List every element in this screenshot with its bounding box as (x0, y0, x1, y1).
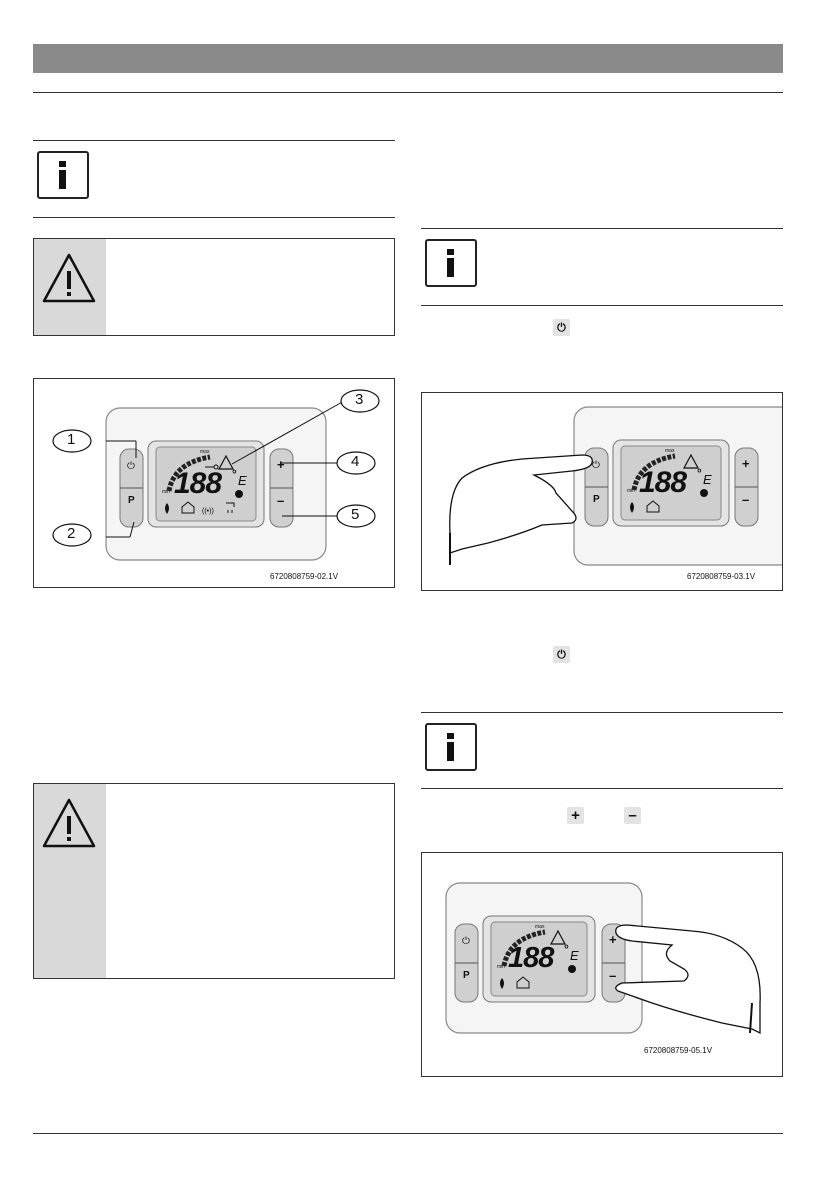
hand-icon (615, 924, 761, 1035)
inline-power-chip-2: ⏻ (553, 646, 570, 663)
footer-rule (33, 1133, 783, 1134)
info-rule-top (33, 140, 395, 141)
fig3-lcd-min: min (497, 964, 506, 970)
warning-icon (42, 798, 96, 848)
figure-caption-3: 6720808759-05.1V (644, 1046, 713, 1055)
info-rule-bottom (33, 217, 395, 218)
callout-4: 4 (351, 453, 360, 470)
figure-caption-2: 6720808759-03.1V (687, 572, 756, 581)
fig1-lcd-max: max (200, 449, 210, 455)
fig1-house-icon (181, 501, 195, 514)
fig1-lcd-digits: 188 (174, 467, 222, 500)
fig3-plus-label: + (609, 932, 617, 947)
fig1-lcd-warning-icon (217, 454, 235, 470)
fig2-plus-label: + (742, 456, 750, 471)
figure-press-plus: ⏻ P + – 188 ° E max min 6720808759-05.1V (421, 852, 783, 1077)
info-rule-bottom-3 (421, 788, 783, 789)
fig3-power-label: ⏻ (462, 936, 470, 947)
fig1-minus-label: – (277, 493, 285, 508)
fig2-program-label: P (593, 494, 600, 505)
inline-minus-chip: – (624, 807, 641, 824)
warning-box-2 (33, 783, 395, 979)
warning-box-1 (33, 238, 395, 336)
fig1-snowflake-icon (235, 490, 243, 498)
fig3-minus-label: – (609, 968, 617, 983)
fig1-signal-icon: ((•)) (202, 508, 214, 515)
callout-3: 3 (355, 391, 364, 408)
header-rule (33, 92, 783, 93)
info-rule-top-3 (421, 712, 783, 713)
callout-2: 2 (67, 525, 76, 542)
fig1-power-label: ⏻ (127, 461, 135, 472)
callout-5: 5 (351, 506, 360, 523)
fig1-tap-icon (226, 502, 235, 513)
inline-power-chip-1: ⏻ (553, 319, 570, 336)
fig1-lcd-degree: ° (232, 467, 237, 481)
fig3-program-label: P (463, 970, 470, 981)
info-icon (37, 151, 89, 199)
info-icon (425, 239, 477, 287)
info-rule-top-2 (421, 228, 783, 229)
fig1-plus-label: + (277, 457, 285, 472)
fig2-power-label: ⏻ (592, 460, 600, 471)
fig2-lcd-max: max (665, 448, 675, 454)
header-bar (33, 44, 783, 73)
callout-1: 1 (67, 431, 76, 448)
minus-icon: – (628, 807, 637, 824)
fig2-lcd-min: min (627, 488, 636, 494)
fig1-program-label: P (128, 495, 135, 506)
fig2-lcd-letter: E (703, 472, 712, 487)
fig2-lcd-degree: ° (697, 466, 702, 480)
fig3-lcd-degree: ° (564, 942, 569, 956)
fig1-flame-icon (165, 503, 169, 514)
fig3-lcd-letter: E (570, 948, 579, 963)
power-icon: ⏻ (557, 648, 566, 661)
fig1-lcd-min: min (162, 489, 171, 495)
info-icon (425, 723, 477, 771)
fig2-lcd-digits: 188 (639, 466, 687, 499)
power-icon: ⏻ (557, 321, 566, 334)
fig3-lcd-max: max (535, 924, 545, 930)
info-rule-bottom-2 (421, 305, 783, 306)
figure-press-power: ⏻ P + – 188 ° E max min 6720808759-03.1V (421, 392, 783, 591)
figure-thermostat-callouts: ((•)) 1 2 3 4 5 ⏻ P + – 188 ° E max min … (33, 378, 395, 588)
fig3-lcd-digits: 188 (508, 942, 554, 974)
warning-icon (42, 253, 96, 303)
figure-caption-1: 6720808759-02.1V (270, 572, 339, 581)
inline-plus-chip: + (567, 807, 584, 824)
plus-icon: + (571, 807, 580, 824)
hand-icon (449, 454, 593, 554)
fig2-minus-label: – (742, 492, 750, 507)
fig1-lcd-letter: E (238, 473, 247, 488)
